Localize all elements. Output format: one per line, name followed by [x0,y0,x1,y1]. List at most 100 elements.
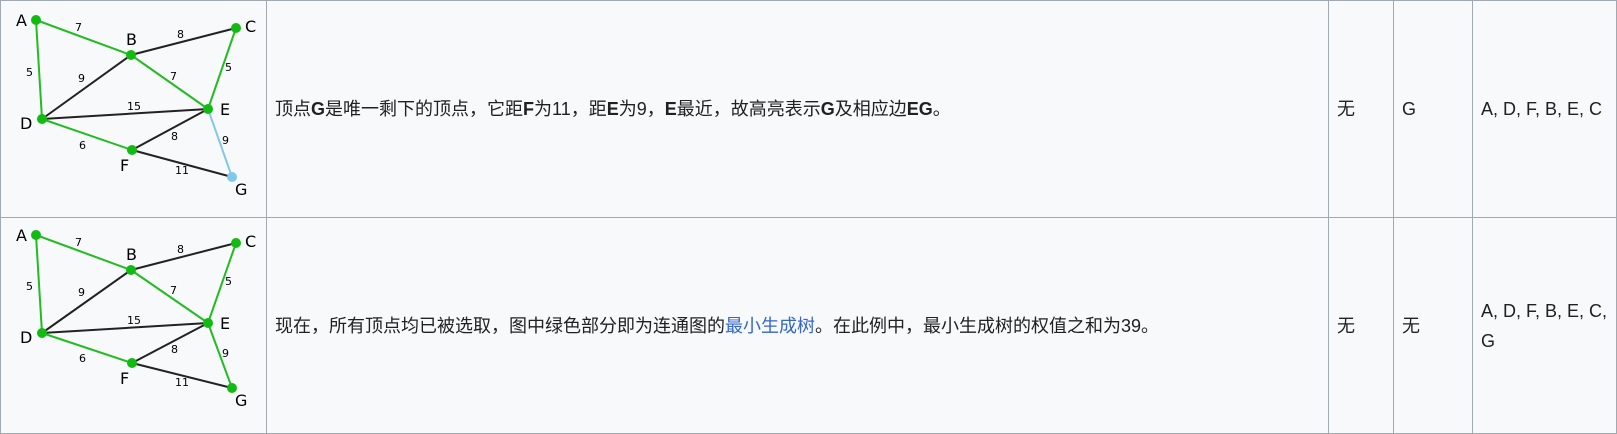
node-label: B [126,245,137,264]
weight-label: 8 [171,130,178,143]
edge-be [130,54,209,110]
node-f [127,358,137,368]
weight-label: 11 [175,164,189,177]
graph-cell: A B C D E F G 7 5 8 9 7 5 15 6 8 9 11 [0,0,267,218]
node-label: G [235,180,247,199]
node-label: B [126,30,137,49]
weight-label: 9 [222,347,229,360]
weight-label: 8 [177,28,184,41]
weight-label: 7 [170,284,177,297]
graph-diagram-step-g: A B C D E F G 7 5 8 9 7 5 15 6 8 9 11 [16,11,256,199]
cell-col3: 无 [1328,217,1394,434]
edge-bd [41,269,132,334]
desc-bold: G [311,99,326,119]
node-g [227,383,237,393]
cell-col4: 无 [1393,217,1473,434]
node-c [231,23,241,33]
weight-label: 7 [75,21,82,34]
node-b [126,265,136,275]
node-b [126,50,136,60]
weight-label: 15 [127,314,141,327]
weight-label: 6 [79,139,86,152]
node-e [203,318,213,328]
node-a [31,15,41,25]
node-c [231,238,241,248]
edge-df [41,332,133,364]
weight-label: 5 [26,66,33,79]
node-label: C [245,17,256,36]
node-d [37,114,47,124]
weight-label: 15 [127,100,141,113]
node-g-highlight [227,172,237,182]
edge-de [41,108,209,120]
weight-label: 8 [171,343,178,356]
edge-ad [35,234,43,334]
edge-be [130,269,209,324]
desc-bold: EG [906,99,933,119]
weight-label: 5 [225,61,232,74]
node-e [203,104,213,114]
edge-ab [35,19,132,56]
edge-ef [131,108,209,151]
node-label: D [20,114,32,133]
desc-text: 为9， [618,99,665,119]
weight-label: 5 [225,275,232,288]
desc-text: 。 [932,99,951,119]
desc-text: 及相应边 [834,99,907,119]
step-description: 现在，所有顶点均已被选取，图中绿色部分即为连通图的最小生成树。在此例中，最小生成… [266,217,1329,434]
table-row: A B C D E F G 7 5 8 9 7 5 15 6 8 9 11 顶 [0,0,1617,218]
node-label: D [20,328,32,347]
weight-label: 7 [170,70,177,83]
edge-fg [131,149,233,178]
step-description: 顶点G是唯一剩下的顶点，它距F为11，距E为9，E最近，故高亮表示G及相应边EG… [266,0,1329,218]
desc-text: 最近，故高亮表示 [676,99,821,119]
desc-text: 是唯一剩下的顶点，它距 [325,99,524,119]
weight-label: 5 [26,280,33,293]
mst-link[interactable]: 最小生成树 [725,315,815,336]
table-row: A B C D E F G 7 5 8 9 7 5 15 6 8 9 11 现在… [0,217,1617,434]
cell-col3: 无 [1328,0,1394,218]
cell-col5: A, D, F, B, E, C, G [1472,217,1617,434]
edge-ad [35,19,43,120]
node-label: E [220,314,230,333]
graph-diagram-final: A B C D E F G 7 5 8 9 7 5 15 6 8 9 11 [16,226,256,410]
graph-cell: A B C D E F G 7 5 8 9 7 5 15 6 8 9 11 [0,217,267,434]
node-label: A [16,11,27,30]
edge-ce [207,242,237,324]
desc-text: 。在此例中，最小生成树的权值之和为39。 [815,315,1160,336]
desc-bold: E [664,99,677,119]
edge-ef [131,322,209,364]
desc-bold: E [606,99,619,119]
node-d [37,328,47,338]
node-label: F [120,156,129,175]
desc-text: 为11，距 [534,99,607,119]
node-label: E [220,100,230,119]
weight-label: 6 [79,352,86,365]
cell-col5: A, D, F, B, E, C [1472,0,1617,218]
desc-text: 现在，所有顶点均已被选取，图中绿色部分即为连通图的 [275,315,725,336]
desc-bold: F [523,99,535,119]
node-label: C [245,232,256,251]
weight-label: 9 [78,286,85,299]
edge-bc [130,27,237,56]
weight-label: 11 [175,376,189,389]
node-a [31,230,41,240]
edge-fg [131,362,233,389]
weight-label: 7 [75,236,82,249]
edge-ce [207,27,237,110]
weight-label: 8 [177,243,184,256]
node-label: F [120,369,129,388]
edge-bc [130,242,237,271]
weight-label: 9 [78,72,85,85]
edge-df [41,118,133,151]
edge-de [41,322,209,334]
edge-ab [35,234,132,271]
desc-text: 顶点 [275,99,311,119]
edge-eg-highlight [207,108,233,178]
edge-eg [207,322,233,389]
desc-bold: G [820,99,835,119]
node-label: A [16,226,27,245]
edge-bd [41,54,132,120]
node-f [127,145,137,155]
